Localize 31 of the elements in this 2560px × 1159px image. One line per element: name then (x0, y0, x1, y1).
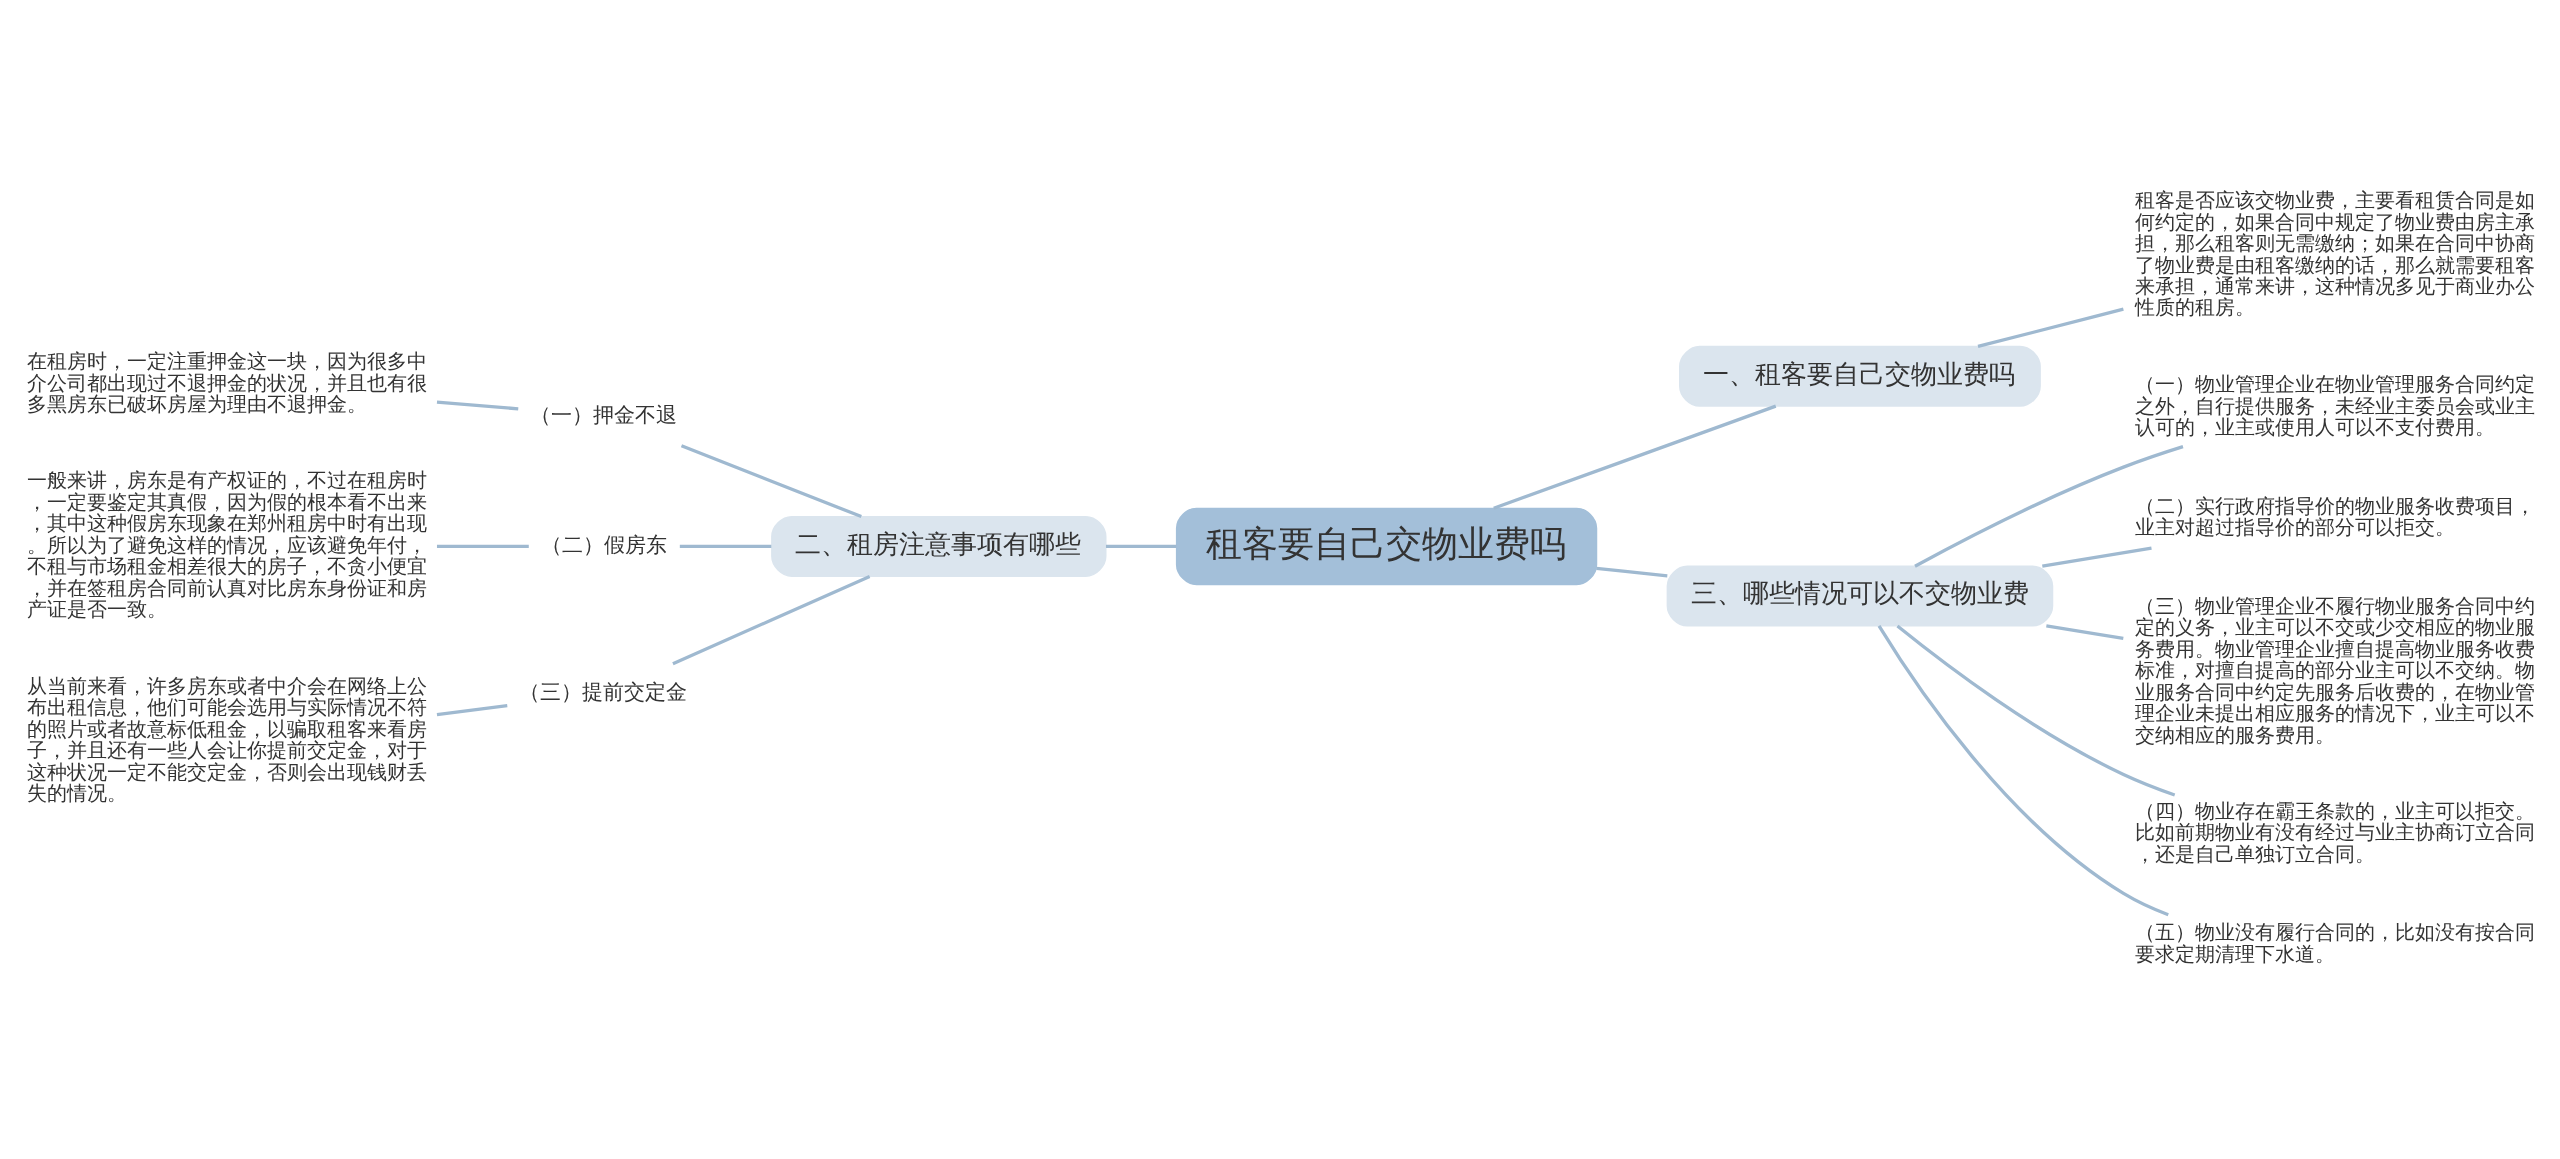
connector (436, 704, 508, 717)
connector (672, 574, 871, 666)
node-box: 二、租房注意事项有哪些 (771, 515, 1107, 578)
node-text: （三）物业管理企业不履行物业服务合同中约定的义务，业主可以不交或少交相应的物业服务费用。物业管理企业擅自提高物业服务收费标准，对擅自提高的部分业主可以不交纳。物业服务合同中约定先服务后收费的，在物业管理企业未提出相应服务的情况下，业主可以不交纳相应的服务费用。 (2135, 594, 2536, 747)
connector (1977, 307, 2124, 349)
connector (2046, 624, 2124, 640)
node-text: 从当前来看，许多房东或者中介会在网络上公布出租信息，他们可能会选用与实际情况不符的照片或者故意标低租金，以骗取租客来看房子，并且还有一些人会让你提前交定金，对于这种状况一定不能交定金，否则会出现钱财丢失的情况。 (26, 674, 427, 806)
node-text: （五）物业没有履行合同的，比如没有按合同要求定期清理下水道。 (2135, 921, 2536, 966)
node-box: 租客要自己交物业费吗 (1175, 507, 1598, 586)
node-text: （三）提前交定金 (519, 679, 688, 705)
connector (1914, 445, 2184, 568)
node-box: 一、租客要自己交物业费吗 (1679, 345, 2041, 407)
node-text: 租客是否应该交物业费，主要看租赁合同是如何约定的，如果合同中规定了物业费由房主承担，那么租客则无需缴纳；如果在合同中协商了物业费是由租客缴纳的话，那么就需要租客来承担，通常来讲，这种情况多见于商业办公性质的租房。 (2135, 189, 2536, 320)
node-text: 一般来讲，房东是有产权证的，不过在租房时，一定要鉴定其真假，因为假的根本看不出来，其中这种假房东现象在郑州租房中时有出现。所以为了避免这样的情况，应该避免年付，不租与市场租金相差很大的房子，不贪小便宜，并在签租房合同前认真对比房东身份证和房产证是否一致。 (26, 469, 427, 622)
node-text: （二）假房东 (540, 532, 667, 558)
node-box: 三、哪些情况可以不交物业费 (1666, 565, 2054, 627)
node-text: （一）物业管理企业在物业管理服务合同约定之外，自行提供服务，未经业主委员会或业主认可的，业主或使用人可以不支付费用。 (2135, 373, 2536, 440)
connector (1105, 544, 1177, 549)
connector (436, 400, 519, 411)
node-text: （一）押金不退 (529, 401, 677, 427)
connector (1493, 404, 1777, 510)
node-text: （二）实行政府指导价的物业服务收费项目，业主对超过指导价的部分可以拒交。 (2135, 494, 2536, 540)
connector (680, 444, 862, 519)
connector (1596, 566, 1668, 578)
node-text: 在租房时，一定注重押金这一块，因为很多中介公司都出现过不退押金的状况，并且也有很多黑房东已破坏房屋为理由不退押金。 (26, 350, 427, 417)
connector (436, 544, 529, 549)
connector (2042, 546, 2152, 568)
node-text: （四）物业存在霸王条款的，业主可以拒交。比如前期物业有没有经过与业主协商订立合同，还是自己单独订立合同。 (2135, 799, 2536, 866)
connector (1896, 624, 2176, 797)
connector (1877, 625, 2169, 917)
connector (679, 544, 772, 549)
